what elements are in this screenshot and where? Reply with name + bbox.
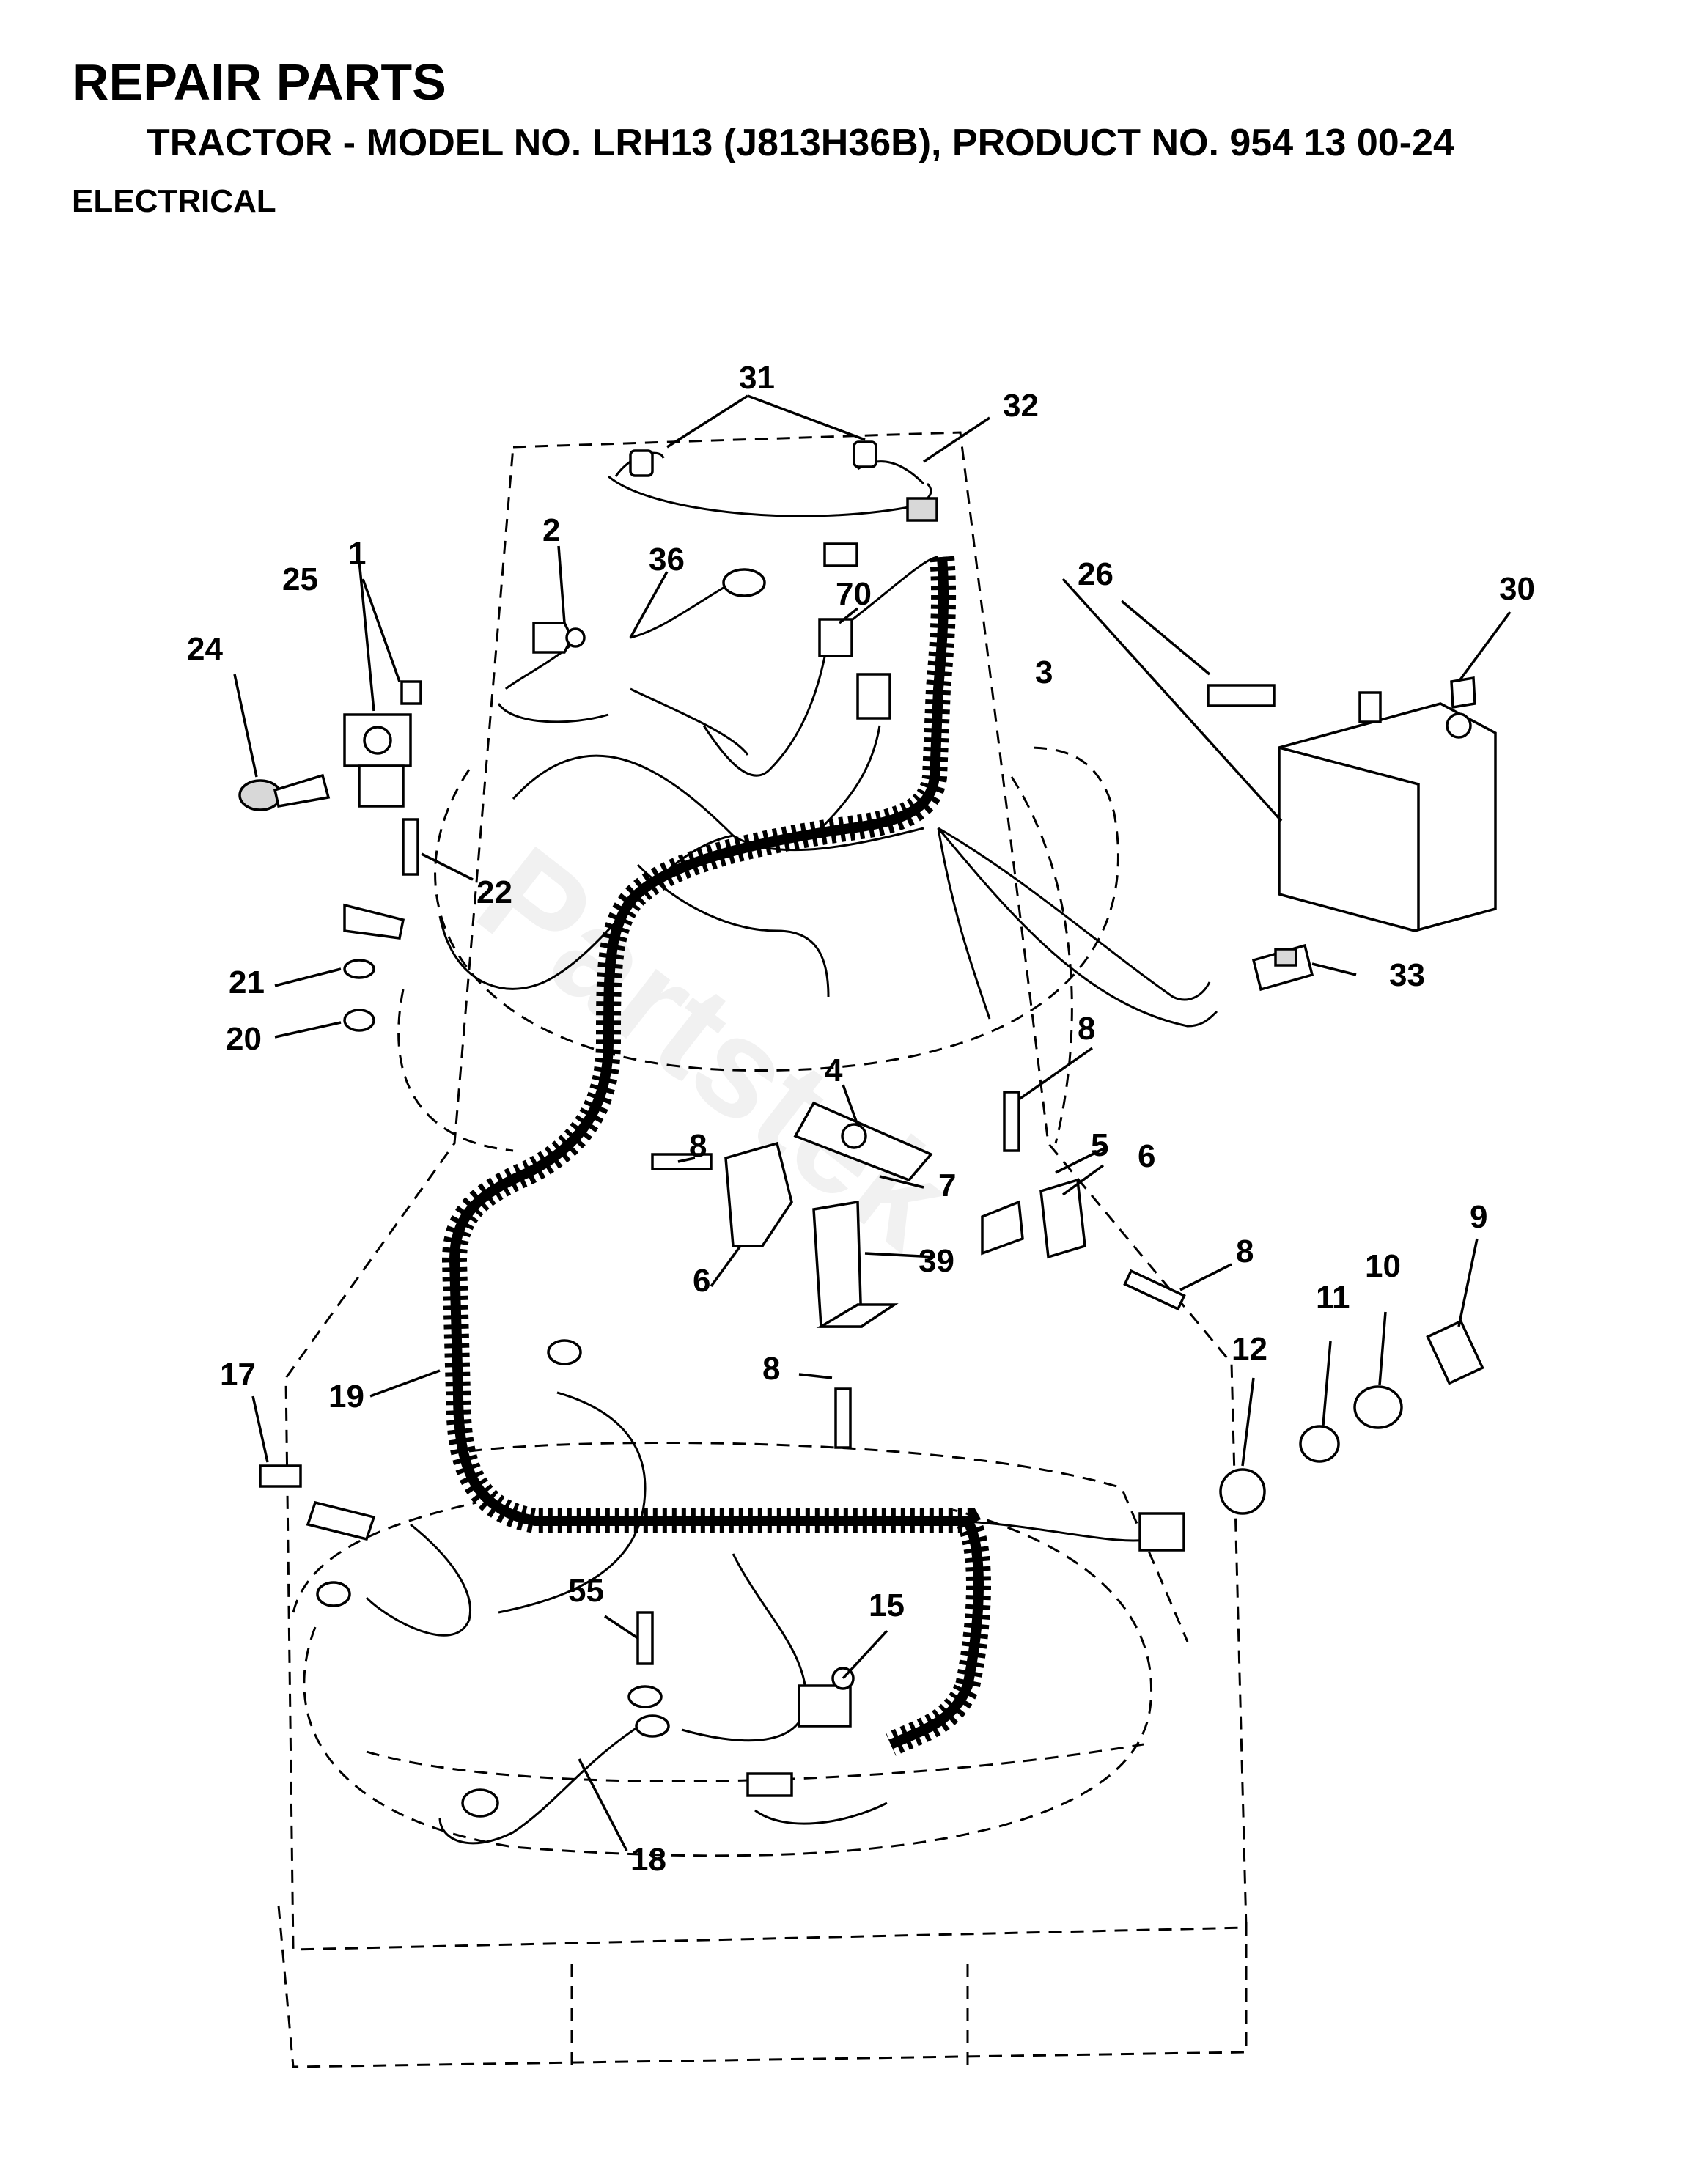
callout-70: 70 <box>836 576 872 612</box>
callout-55: 55 <box>568 1573 604 1609</box>
callout-20: 20 <box>226 1021 262 1057</box>
callout-4: 4 <box>825 1052 843 1088</box>
callout-31: 31 <box>739 360 775 396</box>
callout-15: 15 <box>869 1588 905 1623</box>
watermark: Partstek <box>451 817 980 1278</box>
connector-70 <box>818 542 891 720</box>
callout-21: 21 <box>229 965 265 1000</box>
callout-30: 30 <box>1499 571 1535 607</box>
callout-22: 22 <box>476 874 512 910</box>
callout-6b: 6 <box>1138 1138 1155 1174</box>
callout-33: 33 <box>1389 957 1425 993</box>
brackets-4-7-39 <box>793 1101 933 1328</box>
callout-32: 32 <box>1003 388 1039 424</box>
callout-8b: 8 <box>689 1128 707 1164</box>
switch-33 <box>1251 943 1314 992</box>
fuse-holder-17 <box>259 1339 582 1607</box>
section-label: ELECTRICAL <box>72 183 276 219</box>
callout-39: 39 <box>919 1243 954 1279</box>
terminal-2-36 <box>532 568 766 654</box>
callout-7: 7 <box>938 1168 956 1203</box>
callout-10: 10 <box>1365 1248 1401 1284</box>
callout-1: 1 <box>348 536 366 572</box>
tractor-outline <box>277 431 1248 2068</box>
callout-9: 9 <box>1470 1199 1487 1235</box>
leader-lines <box>233 394 1512 1851</box>
ignition-parts-9-12 <box>1138 1319 1484 1552</box>
callout-labels: 31 32 2 36 70 1 25 24 22 21 20 26 30 3 3… <box>187 360 1535 1878</box>
callout-25: 25 <box>282 561 318 597</box>
coiled-harness <box>441 556 991 1756</box>
solenoid-25 <box>343 680 422 808</box>
callout-36: 36 <box>649 542 685 578</box>
ground-55-18 <box>461 1611 670 1818</box>
callout-17: 17 <box>220 1357 256 1393</box>
callout-12: 12 <box>1232 1331 1267 1367</box>
callout-3: 3 <box>1035 655 1053 690</box>
battery-3 <box>1207 676 1497 932</box>
page-subtitle: TRACTOR - MODEL NO. LRH13 (J813H36B), PR… <box>147 122 1454 164</box>
callout-6a: 6 <box>693 1263 710 1299</box>
wiring-leads <box>365 475 1218 1845</box>
boot-24 <box>238 773 331 811</box>
bulb-harness-31-32 <box>614 440 938 522</box>
switch-6-left <box>724 1141 793 1247</box>
callout-18: 18 <box>630 1842 666 1878</box>
callout-5: 5 <box>1091 1127 1108 1163</box>
bolt-22-washers-20-21 <box>343 818 419 1032</box>
callout-8a: 8 <box>1078 1011 1095 1047</box>
callout-8c: 8 <box>1236 1234 1254 1269</box>
switch-15 <box>746 1667 855 1797</box>
callout-26: 26 <box>1078 556 1113 592</box>
switch-5-6-right <box>981 1178 1086 1259</box>
callout-2: 2 <box>542 512 560 548</box>
callout-24: 24 <box>187 631 223 667</box>
callout-8d: 8 <box>762 1351 780 1387</box>
callout-19: 19 <box>328 1379 364 1415</box>
page-title: REPAIR PARTS <box>72 54 446 111</box>
callout-11: 11 <box>1316 1280 1350 1316</box>
